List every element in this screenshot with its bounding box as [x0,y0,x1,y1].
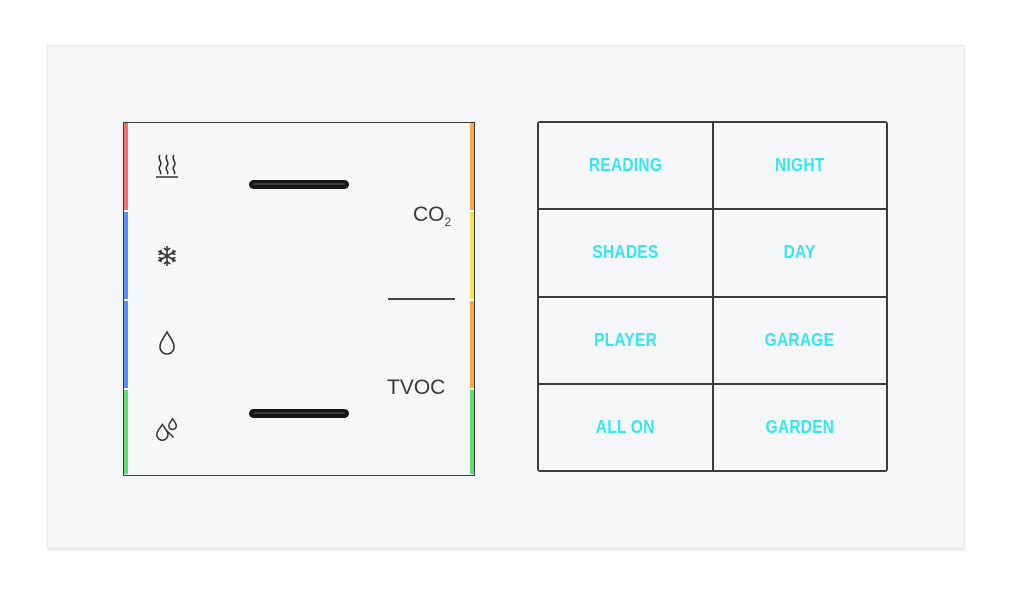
climate-sensor-panel: CO2 TVOC [123,122,475,476]
player-button[interactable]: PLAYER [539,297,712,383]
led-strip-left-4 [124,390,128,474]
garden-button[interactable]: GARDEN [713,384,886,470]
all-on-button[interactable]: ALL ON [539,384,712,470]
water-drop-icon[interactable] [154,330,180,356]
day-button[interactable]: DAY [713,210,886,296]
heating-icon[interactable] [154,153,180,179]
led-strip-right-1 [470,123,474,210]
night-button[interactable]: NIGHT [713,123,886,209]
garage-button[interactable]: GARAGE [713,297,886,383]
led-strip-left-2 [124,212,128,299]
dehumidify-icon[interactable] [154,417,180,443]
shades-button[interactable]: SHADES [539,210,712,296]
led-strip-right-4 [470,390,474,474]
led-strip-left-1 [124,123,128,210]
led-strip-right-3 [470,301,474,388]
co2-subscript: 2 [444,215,452,229]
led-strip-right-2 [470,212,474,299]
lower-indicator-slot [249,409,349,418]
scene-keypad: READING NIGHT SHADES DAY PLAYER GARAGE A… [537,121,888,472]
snowflake-icon[interactable] [154,243,180,269]
upper-indicator-slot [249,180,349,189]
reading-button[interactable]: READING [539,123,712,209]
led-strip-left-3 [124,301,128,388]
tvoc-label: TVOC [387,376,446,399]
sensor-divider [388,298,455,300]
co2-label: CO2 [413,203,452,229]
